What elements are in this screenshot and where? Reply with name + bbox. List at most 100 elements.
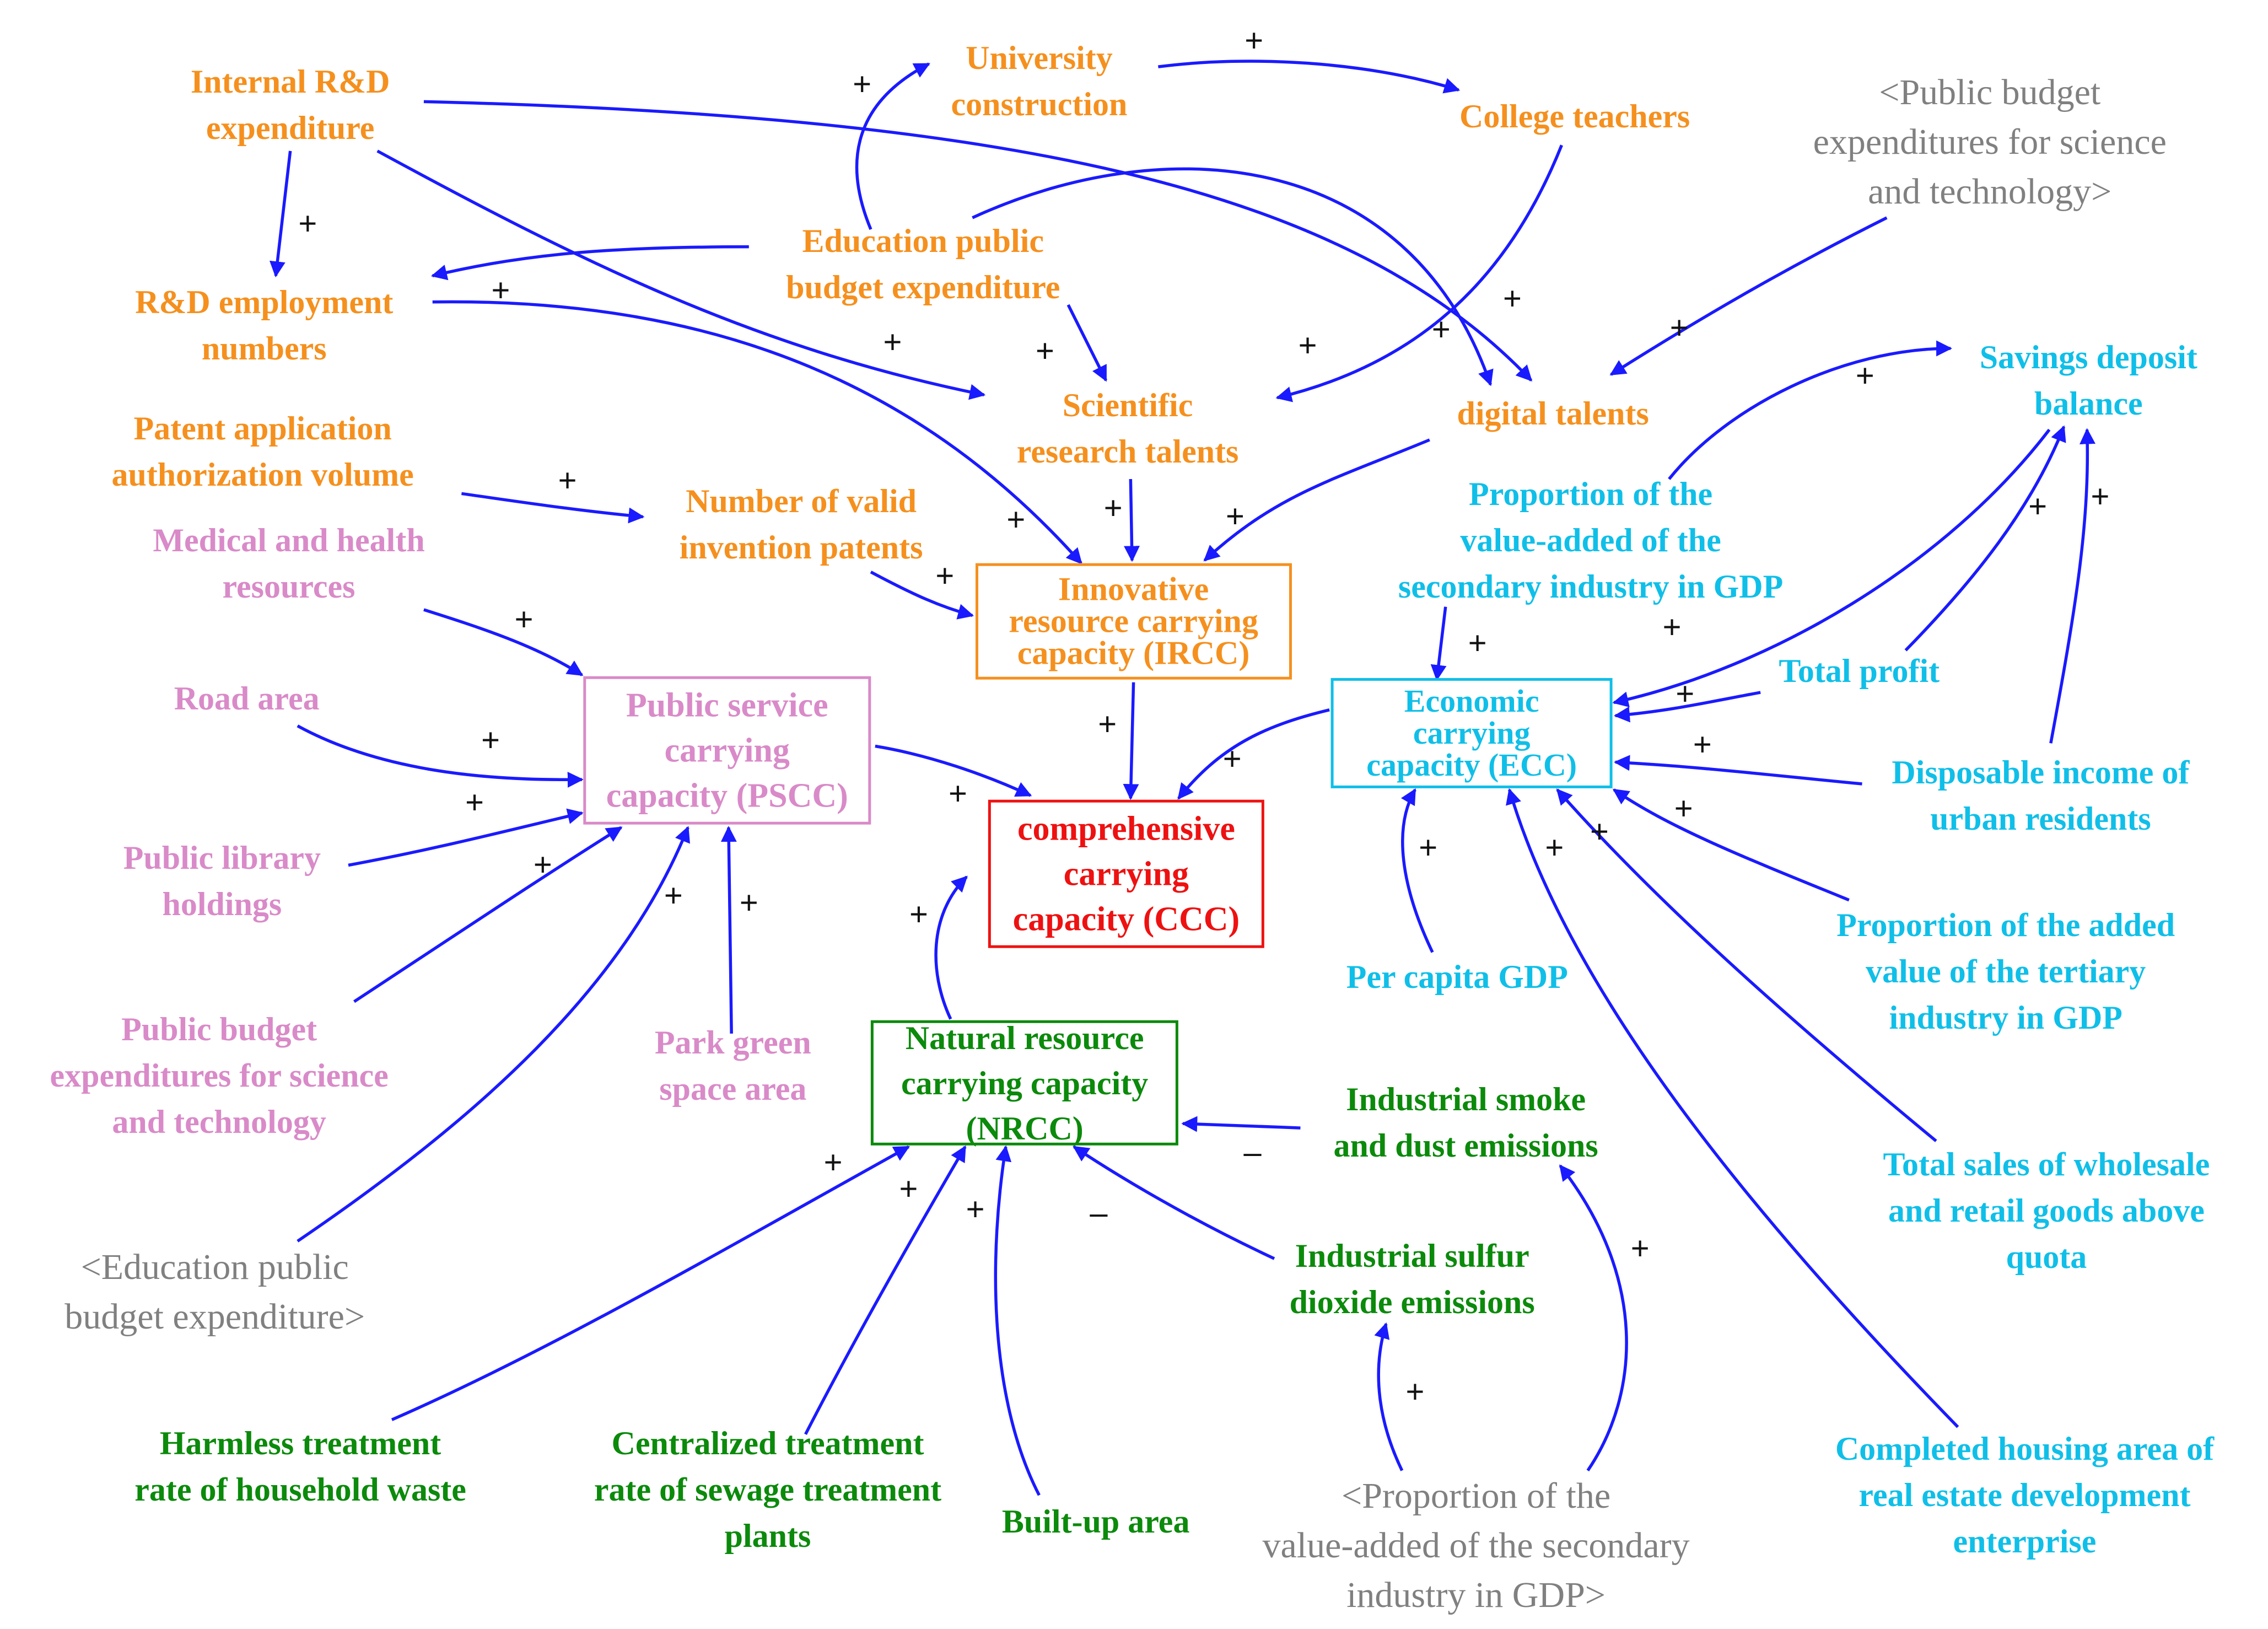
savings-label-line: balance [2034, 385, 2143, 422]
household-waste-label-line: rate of household waste [134, 1471, 466, 1508]
patent-to-valid-arrow [461, 493, 645, 524]
total-profit-variable: Total profit [1779, 648, 1940, 694]
disposable-income-label-line: Disposable income of [1892, 754, 2190, 791]
shadow-budget-st-label-line: and technology> [1868, 171, 2112, 212]
digital-to-ircc-arrow [1205, 440, 1430, 561]
nrcc-to-ccc-polarity: + [909, 896, 928, 932]
shadow-edu-label-line: <Education public [80, 1246, 349, 1287]
secondary-prop-label-line: value-added of the [1460, 522, 1721, 558]
rd-employment-to-ircc-polarity: + [1006, 501, 1026, 537]
library-to-pscc-polarity: + [465, 784, 484, 821]
percapita-to-ecc-arrow [1403, 790, 1432, 953]
housing-label-line: Completed housing area of [1835, 1431, 2215, 1467]
internal-rd-to-sci-arrow [378, 151, 986, 400]
ircc-box-line: Innovative [1058, 571, 1209, 608]
nrcc-box-line: carrying capacity [901, 1065, 1149, 1101]
university-to-college-arrow [1158, 61, 1461, 90]
college-teachers-label-line: College teachers [1459, 98, 1690, 135]
profit-to-savings-arrow [1906, 425, 2064, 650]
savings-variable: Savings deposit balance [1980, 334, 2197, 427]
ccc-box-line: comprehensive [1017, 810, 1235, 848]
edu-to-sci-arrow [1068, 305, 1106, 380]
ircc-box-line: resource carrying [1009, 603, 1258, 640]
ccc-box-line: carrying [1063, 855, 1189, 893]
waste-to-nrcc-polarity: + [823, 1144, 843, 1181]
secondary-to-ecc-arrow [1430, 607, 1446, 681]
wholesale-to-ecc-arrow [1558, 790, 1936, 1141]
shadow-secondary-variable: <Proportion of the value-added of the sec… [1262, 1471, 1689, 1620]
ecc-box-line: carrying [1413, 714, 1531, 751]
pscc-box-line: Public service [626, 686, 828, 724]
housing-label-line: real estate development [1858, 1477, 2191, 1514]
savings-to-ecc-arrow [1612, 429, 2049, 707]
wholesale-label-line: quota [2006, 1239, 2087, 1276]
savings-to-ecc-polarity: + [1662, 609, 1682, 645]
university-label-line: construction [951, 86, 1128, 123]
shadow-secondary-to-smoke-polarity: + [1630, 1230, 1650, 1266]
park-to-pscc-polarity: + [739, 884, 758, 921]
edu-to-rd-employment-polarity: + [491, 272, 510, 308]
profit-to-ecc-polarity: + [1676, 675, 1695, 712]
rd-employment-to-ircc-arrow [433, 302, 1081, 563]
edu-to-rd-employment-arrow [430, 247, 749, 281]
income-to-savings-arrow [2051, 428, 2095, 743]
edu-budget-label-line: Education public [802, 223, 1044, 260]
sci-talents-label-line: Scientific [1062, 386, 1193, 423]
profit-to-ecc-arrow [1613, 692, 1760, 723]
secondary-to-savings-arrow [1669, 340, 1953, 479]
budget-shadow-to-digital-arrow [1611, 218, 1887, 374]
valid-patents-label-line: Number of valid [686, 482, 917, 519]
sci-to-ircc-polarity: + [1103, 490, 1123, 526]
edu-shadow-to-pscc-polarity: + [664, 877, 683, 913]
internal-rd-to-digital-polarity: + [1502, 281, 1522, 317]
shadow-secondary-to-smoke-arrow [1560, 1166, 1626, 1471]
waste-to-nrcc-arrow [392, 1147, 908, 1420]
per-capita-gdp-label-line: Per capita GDP [1346, 959, 1568, 996]
internal-rd-to-rd-employment-polarity: + [298, 205, 317, 241]
road-area-variable: Road area [174, 675, 320, 722]
secondary-to-ecc-polarity: + [1468, 625, 1487, 661]
edu-budget-label-line: budget expenditure [786, 269, 1060, 306]
secondary-to-savings-polarity: + [1855, 358, 1874, 394]
budget-shadow-to-digital-polarity: + [1669, 310, 1689, 346]
edu-shadow-to-pscc-arrow [298, 827, 688, 1241]
internal-rd-label-line: expenditure [206, 109, 375, 146]
secondary-prop-label-line: secondary industry in GDP [1398, 568, 1784, 605]
patent-app-label-line: authorization volume [111, 456, 414, 493]
shadow-secondary-label-line: <Proportion of the [1341, 1476, 1611, 1517]
college-to-sci-polarity: + [1298, 327, 1317, 363]
built-up-label-line: Built-up area [1001, 1503, 1190, 1540]
nrcc-to-ccc-arrow [936, 877, 967, 1019]
pscc-to-ccc-polarity: + [949, 776, 967, 812]
edu-budget-variable: Education public budget expenditure [786, 218, 1060, 310]
smoke-dust-label-line: Industrial smoke [1346, 1080, 1586, 1117]
digital-to-ircc-polarity: + [1226, 498, 1245, 535]
medical-label-line: resources [222, 568, 355, 605]
shadow-secondary-label-line: value-added of the secondary [1262, 1525, 1690, 1566]
rd-employment-label-line: R&D employment [135, 283, 394, 320]
shadow-budget-st-label-line: expenditures for science [1813, 122, 2167, 163]
patent-to-valid-polarity: + [558, 462, 577, 498]
income-to-ecc-polarity: + [1693, 726, 1712, 762]
total-profit-label-line: Total profit [1779, 652, 1940, 689]
medical-to-pscc-polarity: + [514, 601, 534, 638]
shadow-edu-label-line: budget expenditure> [64, 1296, 365, 1337]
savings-label-line: Savings deposit [1979, 338, 2197, 375]
shadow-edu-variable: <Education public budget expenditure> [64, 1243, 365, 1342]
edu-to-digital-polarity: + [1431, 311, 1451, 347]
edu-to-digital-arrow [972, 169, 1490, 386]
road-area-label-line: Road area [174, 680, 320, 717]
smoke-to-nrcc-arrow [1181, 1116, 1300, 1132]
